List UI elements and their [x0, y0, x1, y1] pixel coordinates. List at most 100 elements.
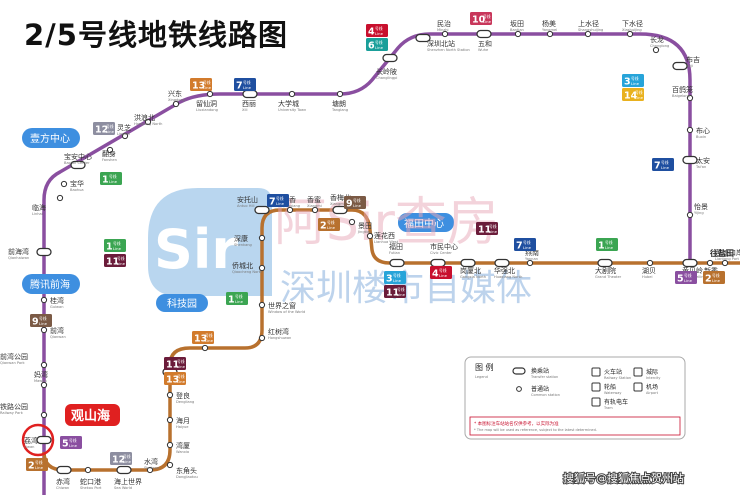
station-name: 翻身 — [102, 149, 116, 158]
line-suffix-en: Line — [397, 292, 406, 297]
line-suffix: 号线 — [605, 240, 613, 245]
transfer-station-marker — [430, 258, 446, 268]
station-name: 大学城 — [278, 99, 299, 108]
line-number: 6 — [368, 41, 375, 52]
station-marker — [60, 180, 68, 188]
legend-item-5: 机场 — [646, 383, 658, 391]
line-suffix: 号线 — [177, 359, 185, 364]
station-marker — [40, 326, 48, 334]
watermark-logo: Sir — [148, 188, 272, 296]
line-suffix: 号线 — [327, 220, 335, 225]
line-number: 14 — [624, 91, 638, 102]
line-number: 9 — [346, 199, 353, 210]
legend-item-0-en: Transfer station — [530, 375, 558, 379]
line-suffix: 号线 — [113, 241, 121, 246]
watermark-sub: 深圳楼市自媒体 — [280, 268, 532, 309]
line-suffix-en: Line — [684, 278, 693, 283]
station-marker — [40, 296, 48, 304]
line-badge-box — [703, 271, 725, 284]
station-name-en: Changlong — [650, 44, 669, 48]
station-name-en: Hongshuwan — [268, 336, 291, 340]
station-name: 深康 — [234, 234, 248, 243]
line-number: 9 — [32, 317, 39, 328]
line-number: 13 — [192, 81, 205, 92]
station-marker — [686, 126, 694, 134]
station-name: 新秀 — [704, 266, 718, 275]
line-badge-box — [344, 196, 366, 209]
area-futian: 福田中心 — [398, 213, 454, 232]
line-badge-box — [430, 266, 452, 279]
line-number: 10 — [472, 15, 486, 26]
station-name: 莲花西 — [374, 231, 395, 240]
station-name-en: Gangxia North — [460, 275, 486, 279]
station-name-en: Jingtian — [357, 230, 372, 234]
line-badge-box — [384, 271, 406, 284]
line-suffix-en: Line — [106, 129, 115, 134]
station-name: 太安 — [696, 156, 710, 165]
station-name: 景田 — [358, 222, 372, 230]
line-badge-box — [470, 12, 492, 25]
station-name: 桂湾 — [50, 296, 64, 305]
station-name: 宝华 — [70, 179, 84, 188]
station-name: 市民中心 — [430, 242, 458, 251]
transfer-station-marker — [476, 29, 492, 39]
legend-item-6-en: Tram — [603, 406, 613, 410]
station-name: 岗厦北 — [460, 267, 481, 275]
station-name: 怡景 — [694, 202, 708, 211]
line-badge-box — [60, 436, 82, 449]
station-marker — [686, 94, 694, 102]
station-marker — [166, 416, 174, 424]
line-suffix: 号线 — [523, 240, 531, 245]
station-name-en: Haiyue — [176, 425, 189, 429]
line-suffix-en: Line — [375, 45, 384, 50]
station-name: 前湾公园 — [0, 352, 28, 361]
station-marker — [146, 466, 154, 474]
station-name-en: Bantian — [510, 28, 524, 32]
line2-path — [42, 208, 740, 472]
station-marker — [206, 90, 214, 98]
station-name-en: Dongjiaotou — [176, 475, 198, 479]
station-name-en: Antuo Hill — [237, 204, 254, 208]
line-suffix-en: Line — [235, 299, 244, 304]
transfer-station-marker — [254, 205, 270, 215]
line-suffix-en: Line — [523, 245, 532, 250]
station-marker — [144, 118, 152, 126]
station-name: 百鸽笼 — [672, 85, 693, 94]
highlight-label: 观山海 — [71, 408, 110, 424]
transfer-station-marker — [415, 33, 431, 43]
station-name: 长岭陂 — [376, 67, 397, 76]
station-name: 蛇口港 — [80, 477, 101, 486]
line-badge-box — [234, 78, 256, 91]
station-name-en: Bao'an Center — [64, 161, 90, 165]
line-number: 13 — [194, 334, 207, 345]
station-name: 世界之窗 — [268, 301, 296, 310]
line-badge-box — [30, 314, 52, 327]
station-name: 华强北 — [494, 266, 515, 275]
line-suffix: 号线 — [243, 80, 251, 85]
line-badge-box — [366, 38, 388, 51]
